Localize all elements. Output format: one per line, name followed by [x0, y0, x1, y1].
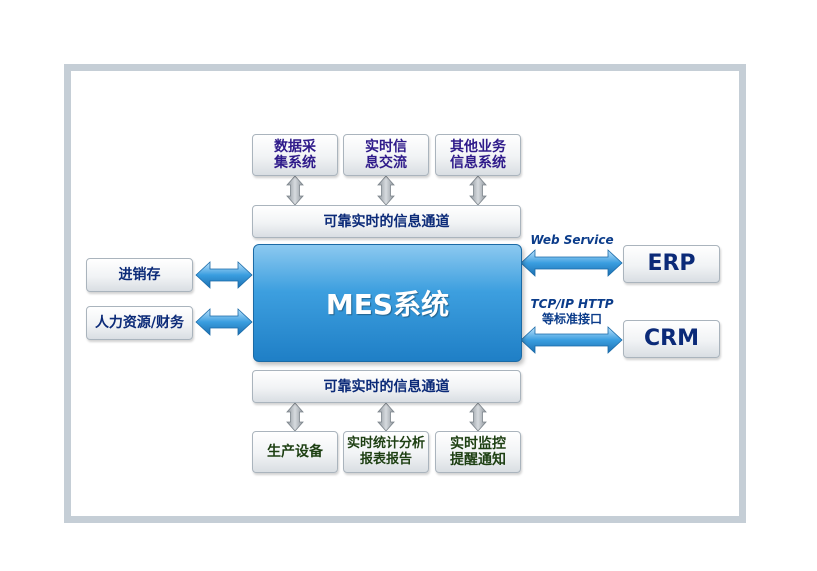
right-system-crm: CRM	[623, 320, 720, 358]
channel-bottom: 可靠实时的信息通道	[252, 370, 521, 403]
bottom-connector-arrow-1	[377, 402, 395, 432]
right-system-erp: ERP	[623, 245, 720, 283]
channel-top: 可靠实时的信息通道	[252, 205, 521, 238]
bottom-connector-arrow-2	[469, 402, 487, 432]
left-system-hr-finance: 人力资源/财务	[86, 306, 193, 340]
top-connector-arrow-1	[377, 175, 395, 206]
top-connector-arrow-0	[286, 175, 304, 206]
top-system-other-business: 其他业务 信息系统	[435, 134, 521, 176]
left-arrow-inventory	[195, 261, 253, 289]
bottom-system-statistics-reports: 实时统计分析 报表报告	[343, 431, 429, 473]
left-system-inventory: 进销存	[86, 258, 193, 292]
right-arrow-erp	[520, 249, 623, 277]
top-system-data-acquisition: 数据采 集系统	[252, 134, 338, 176]
top-system-realtime-exchange: 实时信 息交流	[343, 134, 429, 176]
right-arrow-crm	[520, 326, 623, 354]
top-connector-arrow-2	[469, 175, 487, 206]
mes-core: MES系统	[253, 244, 522, 362]
bottom-system-monitoring-alerts: 实时监控 提醒通知	[435, 431, 521, 473]
bottom-connector-arrow-0	[286, 402, 304, 432]
label-tcp-ip-http: TCP/IP HTTP 等标准接口	[530, 297, 614, 326]
bottom-system-production-equipment: 生产设备	[252, 431, 338, 473]
left-arrow-hr-finance	[195, 308, 253, 336]
label-web-service: Web Service	[530, 233, 614, 247]
